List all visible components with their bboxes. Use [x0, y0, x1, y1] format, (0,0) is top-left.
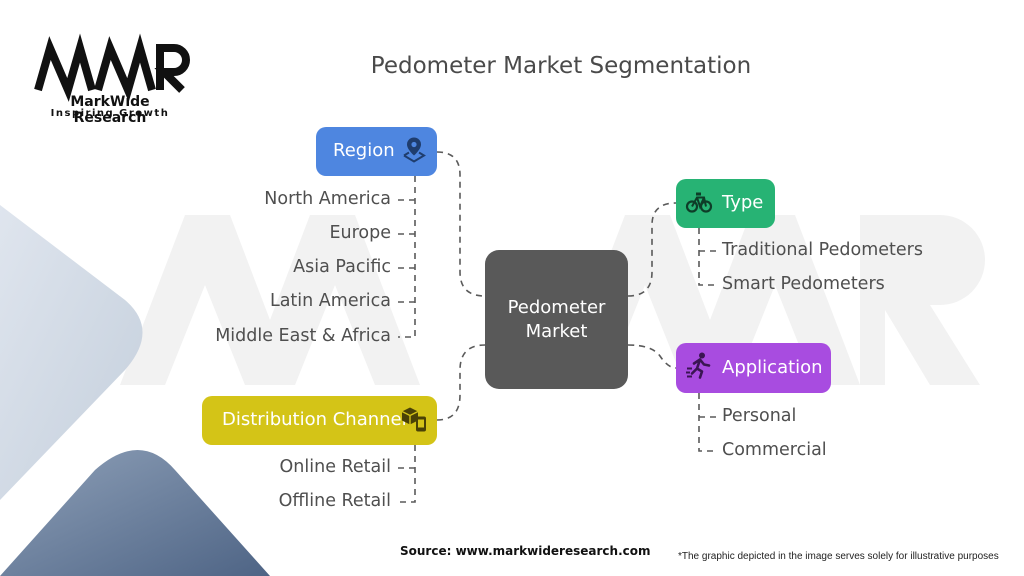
distribution-item: Online Retail — [279, 457, 391, 477]
category-type: Type — [676, 179, 775, 228]
center-label-line1: Pedometer — [507, 296, 606, 318]
bicycle-icon — [685, 188, 713, 219]
application-item: Commercial — [722, 440, 827, 460]
category-region-label: Region — [333, 140, 395, 161]
map-pin-icon — [401, 135, 427, 168]
package-phone-icon — [400, 404, 428, 437]
connectors — [398, 151, 716, 503]
watermark — [120, 215, 985, 385]
category-application-label: Application — [722, 357, 823, 378]
region-item: Middle East & Africa — [215, 326, 391, 346]
logo-mark — [34, 33, 190, 102]
logo-name: MarkWide Research — [70, 94, 150, 126]
center-label-line2: Market — [525, 320, 588, 342]
region-item: Asia Pacific — [293, 257, 391, 277]
type-item: Traditional Pedometers — [722, 240, 923, 260]
region-item: Europe — [329, 223, 391, 243]
page-title: Pedometer Market Segmentation — [370, 53, 752, 79]
runner-icon — [685, 352, 713, 385]
category-region: Region — [316, 127, 437, 176]
decor-panel-light — [0, 205, 143, 500]
source-note: Source: www.markwideresearch.com — [400, 544, 651, 558]
decor-panel-dark — [0, 450, 270, 576]
category-distribution-channel: Distribution Channel — [202, 396, 437, 445]
disclaimer-note: *The graphic depicted in the image serve… — [678, 551, 999, 562]
distribution-item: Offline Retail — [278, 491, 391, 511]
center-node: Pedometer Market — [485, 250, 628, 389]
type-item: Smart Pedometers — [722, 274, 885, 294]
logo-tagline: Inspiring Growth — [50, 108, 170, 119]
application-item: Personal — [722, 406, 797, 426]
category-application: Application — [676, 343, 831, 393]
category-distribution-label: Distribution Channel — [222, 409, 407, 430]
region-item: Latin America — [269, 291, 391, 311]
category-type-label: Type — [722, 192, 764, 213]
region-item: North America — [264, 189, 391, 209]
